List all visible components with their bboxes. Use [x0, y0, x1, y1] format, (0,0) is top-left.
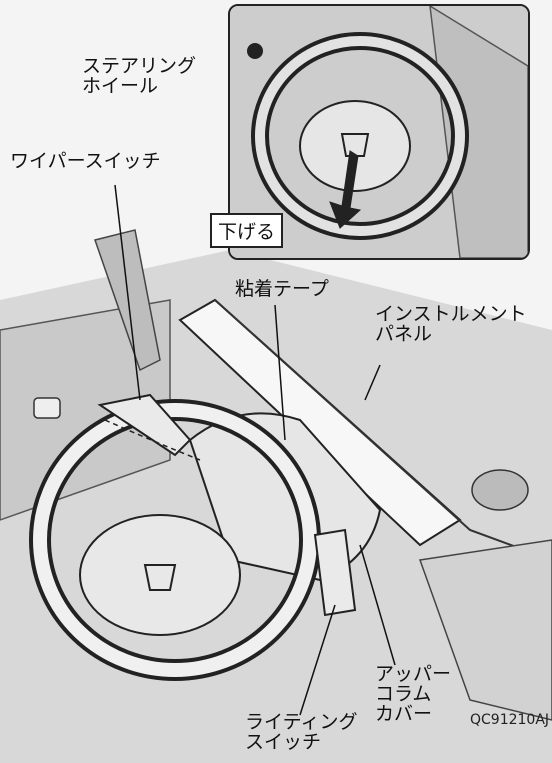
column-bracket: [94, 229, 161, 372]
instrument-panel-label-line-2: パネル: [375, 322, 433, 345]
wiper-switch-label: ワイパースイッチ: [10, 150, 161, 172]
leader-wiper: [114, 184, 141, 401]
lighting-switch-label-line-1: ライティング: [245, 711, 358, 733]
steering-wheel-label: ステアリング ホイール: [82, 55, 197, 97]
leader-tape: [274, 304, 286, 441]
steering-wheel-label-line-1: ステアリング: [82, 55, 197, 77]
left-dash-panel: [0, 299, 171, 521]
lighting-switch-label-line-2: スイッチ: [245, 730, 322, 753]
inset-illustration: [230, 6, 528, 258]
air-vent: [471, 469, 529, 511]
upper-column-cover-label-line-1: アッパー: [375, 663, 452, 685]
instrument-panel-label: インストルメント パネル: [375, 303, 527, 345]
steering-wheel-rim-edge: [33, 403, 317, 677]
upper-column-cover-label: アッパー コラム カバー: [375, 663, 452, 725]
right-trim: [418, 539, 552, 721]
lighting-switch-label: ライティング スイッチ: [245, 711, 358, 753]
upper-column-cover-label-line-3: カバー: [375, 702, 433, 725]
tape-dashed-line: [104, 419, 201, 461]
instrument-panel-label-line-1: インストルメント: [375, 303, 527, 325]
hazard-button: [33, 397, 61, 419]
figure-code: QC91210AJ: [470, 712, 550, 728]
steering-hub: [79, 514, 241, 636]
lighting-stalk: [313, 528, 357, 617]
upper-column-cover-label-line-2: コラム: [375, 682, 432, 705]
adhesive-tape-label: 粘着テープ: [235, 278, 329, 300]
leader-cover: [359, 544, 396, 666]
leader-lighting: [299, 604, 336, 716]
steering-wheel-label-line-2: ホイール: [82, 74, 159, 97]
inset-wheel-hub: [299, 100, 411, 192]
lower-label: 下げる: [210, 213, 284, 248]
down-arrow: [329, 150, 362, 229]
wiper-stalk: [97, 393, 192, 457]
leader-panel: [364, 364, 381, 401]
honda-emblem: [143, 564, 177, 591]
